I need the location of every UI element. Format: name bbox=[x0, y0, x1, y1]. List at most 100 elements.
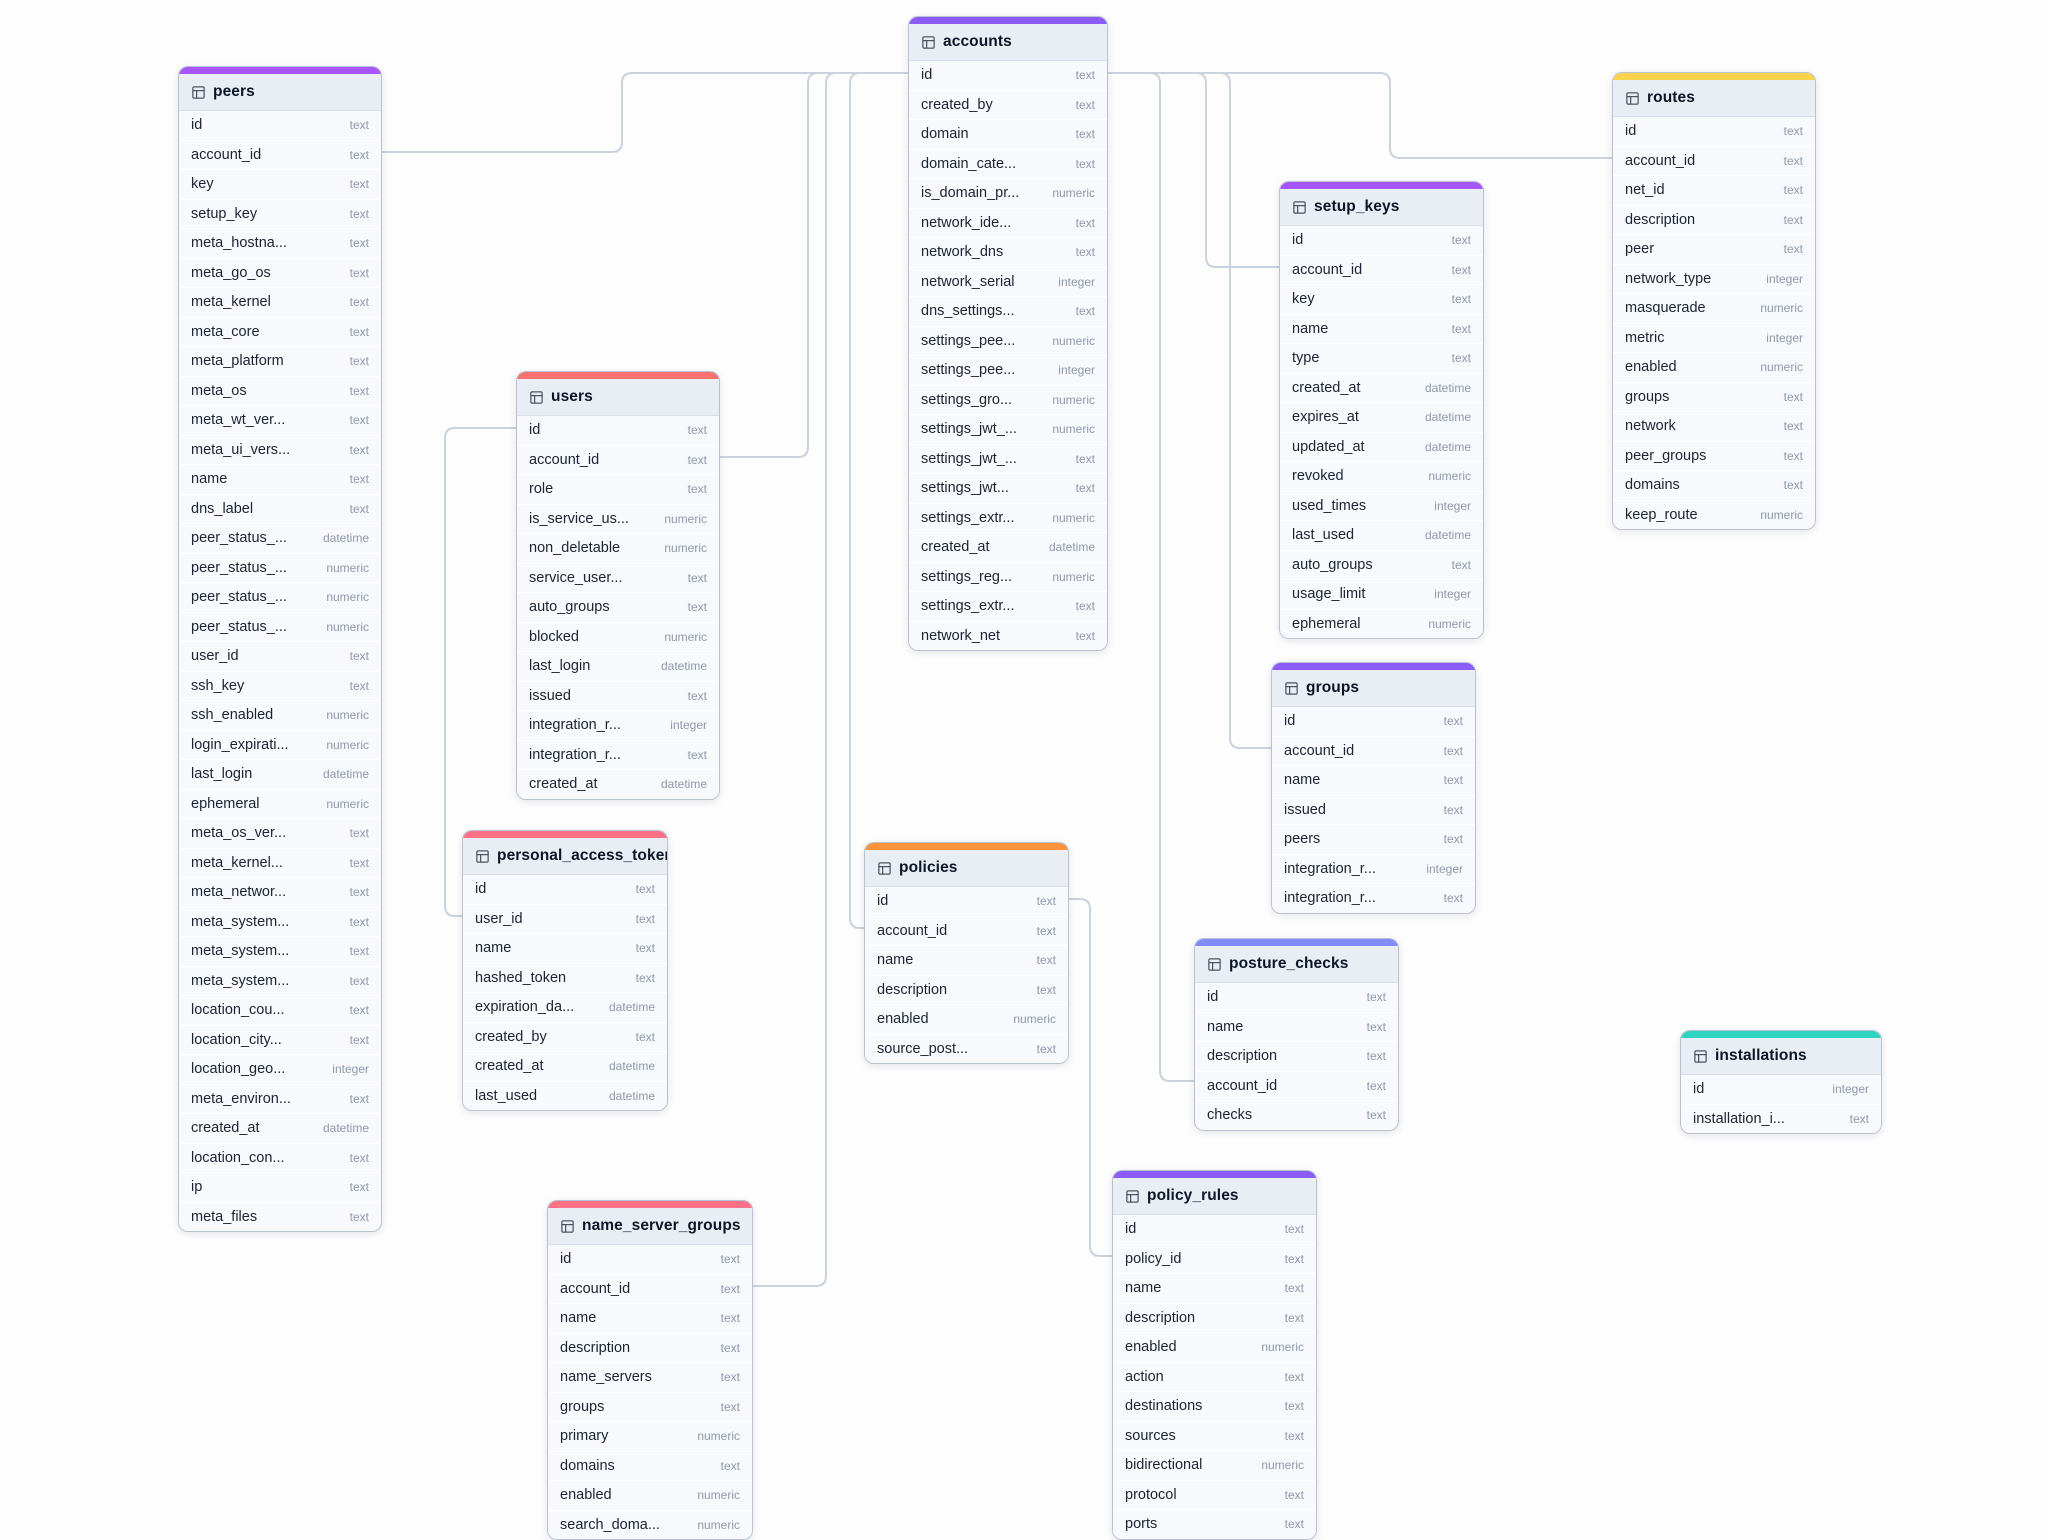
table-row: settings_extr... text bbox=[909, 591, 1107, 621]
field-type: text bbox=[1284, 1428, 1304, 1443]
table-row: id text bbox=[548, 1245, 752, 1274]
field-type: text bbox=[349, 147, 369, 162]
table-row: policy_id text bbox=[1113, 1243, 1316, 1273]
field-type: text bbox=[349, 472, 369, 487]
table-row: id text bbox=[909, 61, 1107, 90]
table-accounts[interactable]: accounts id text created_by text domain … bbox=[908, 16, 1108, 651]
table-header: policies bbox=[865, 850, 1068, 887]
field-name: peer_status_... bbox=[191, 559, 287, 576]
table-row: expiration_da... datetime bbox=[463, 992, 667, 1022]
table-groups[interactable]: groups id text account_id text name text… bbox=[1271, 662, 1476, 914]
field-type: text bbox=[1849, 1111, 1869, 1126]
field-type: text bbox=[1451, 262, 1471, 277]
field-type: text bbox=[1075, 628, 1095, 643]
field-type: text bbox=[349, 383, 369, 398]
field-name: id bbox=[921, 67, 933, 84]
field-name: id bbox=[877, 893, 889, 910]
table-color-strip bbox=[909, 17, 1107, 24]
field-type: integer bbox=[670, 718, 707, 733]
field-name: setup_key bbox=[191, 205, 258, 222]
field-name: description bbox=[560, 1339, 631, 1356]
field-name: settings_reg... bbox=[921, 568, 1013, 585]
field-name: meta_kernel bbox=[191, 294, 271, 311]
field-name: network_dns bbox=[921, 244, 1004, 261]
field-type: text bbox=[1075, 215, 1095, 230]
field-name: meta_platform bbox=[191, 353, 284, 370]
table-setup_keys[interactable]: setup_keys id text account_id text key t… bbox=[1279, 181, 1484, 639]
field-type: text bbox=[1443, 891, 1463, 906]
field-type: text bbox=[1284, 1517, 1304, 1532]
field-type: numeric bbox=[1052, 392, 1095, 407]
field-type: datetime bbox=[608, 1088, 655, 1103]
table-row: settings_jwt_... numeric bbox=[909, 414, 1107, 444]
field-name: meta_system... bbox=[191, 943, 290, 960]
field-type: text bbox=[1443, 832, 1463, 847]
field-type: text bbox=[720, 1252, 740, 1267]
table-row: used_times integer bbox=[1280, 490, 1483, 520]
field-name: last_used bbox=[1292, 527, 1355, 544]
table-policy_rules[interactable]: policy_rules id text policy_id text name… bbox=[1112, 1170, 1317, 1540]
field-name: created_at bbox=[529, 776, 598, 793]
field-type: text bbox=[1366, 1108, 1386, 1123]
field-name: user_id bbox=[475, 910, 523, 927]
field-name: last_login bbox=[529, 658, 591, 675]
table-personal_access_tokens[interactable]: personal_access_tokens id text user_id t… bbox=[462, 830, 668, 1111]
field-name: created_by bbox=[475, 1028, 547, 1045]
field-name: location_cou... bbox=[191, 1002, 285, 1019]
field-type: numeric bbox=[1052, 569, 1095, 584]
field-type: text bbox=[1284, 1222, 1304, 1237]
field-name: name bbox=[560, 1310, 597, 1327]
table-posture_checks[interactable]: posture_checks id text name text descrip… bbox=[1194, 938, 1399, 1131]
table-row: created_at datetime bbox=[909, 532, 1107, 562]
table-row: settings_extr... numeric bbox=[909, 502, 1107, 532]
field-type: text bbox=[1783, 124, 1803, 139]
field-name: bidirectional bbox=[1125, 1457, 1203, 1474]
table-row: network_net text bbox=[909, 620, 1107, 650]
field-name: id bbox=[1625, 123, 1637, 140]
field-name: blocked bbox=[529, 628, 579, 645]
field-name: hashed_token bbox=[475, 969, 567, 986]
table-row: account_id text bbox=[179, 139, 381, 169]
table-row: location_con... text bbox=[179, 1142, 381, 1172]
field-name: description bbox=[1625, 211, 1696, 228]
table-field-list: id text created_by text domain text doma… bbox=[909, 61, 1107, 650]
field-name: is_domain_pr... bbox=[921, 185, 1020, 202]
field-name: name bbox=[1284, 772, 1321, 789]
table-peers[interactable]: peers id text account_id text key text s… bbox=[178, 66, 382, 1232]
field-name: source_post... bbox=[877, 1040, 969, 1057]
table-row: meta_hostna... text bbox=[179, 228, 381, 258]
field-name: created_at bbox=[1292, 379, 1361, 396]
table-row: primary numeric bbox=[548, 1421, 752, 1451]
table-users[interactable]: users id text account_id text role text … bbox=[516, 371, 720, 800]
table-routes[interactable]: routes id text account_id text net_id te… bbox=[1612, 72, 1816, 530]
field-type: numeric bbox=[1052, 510, 1095, 525]
field-name: meta_os_ver... bbox=[191, 825, 287, 842]
table-row: updated_at datetime bbox=[1280, 431, 1483, 461]
field-name: settings_pee... bbox=[921, 362, 1016, 379]
table-row: id text bbox=[1280, 226, 1483, 255]
field-type: integer bbox=[1434, 498, 1471, 513]
field-type: numeric bbox=[1261, 1340, 1304, 1355]
field-name: account_id bbox=[1284, 742, 1355, 759]
table-row: account_id text bbox=[1195, 1070, 1398, 1100]
field-name: service_user... bbox=[529, 569, 623, 586]
table-policies[interactable]: policies id text account_id text name te… bbox=[864, 842, 1069, 1064]
field-type: text bbox=[349, 1180, 369, 1195]
field-name: last_used bbox=[475, 1087, 538, 1104]
field-name: description bbox=[1125, 1309, 1196, 1326]
table-name_server_groups[interactable]: name_server_groups id text account_id te… bbox=[547, 1200, 753, 1540]
field-type: datetime bbox=[608, 1000, 655, 1015]
field-type: text bbox=[720, 1370, 740, 1385]
table-icon bbox=[529, 390, 544, 405]
field-type: text bbox=[1036, 953, 1056, 968]
field-name: action bbox=[1125, 1368, 1164, 1385]
field-type: text bbox=[1783, 389, 1803, 404]
table-installations[interactable]: installations id integer installation_i.… bbox=[1680, 1030, 1882, 1134]
field-type: text bbox=[635, 911, 655, 926]
table-row: last_login datetime bbox=[517, 651, 719, 681]
table-row: meta_ui_vers... text bbox=[179, 434, 381, 464]
field-name: location_con... bbox=[191, 1149, 285, 1166]
table-row: is_domain_pr... numeric bbox=[909, 178, 1107, 208]
table-row: hashed_token text bbox=[463, 962, 667, 992]
